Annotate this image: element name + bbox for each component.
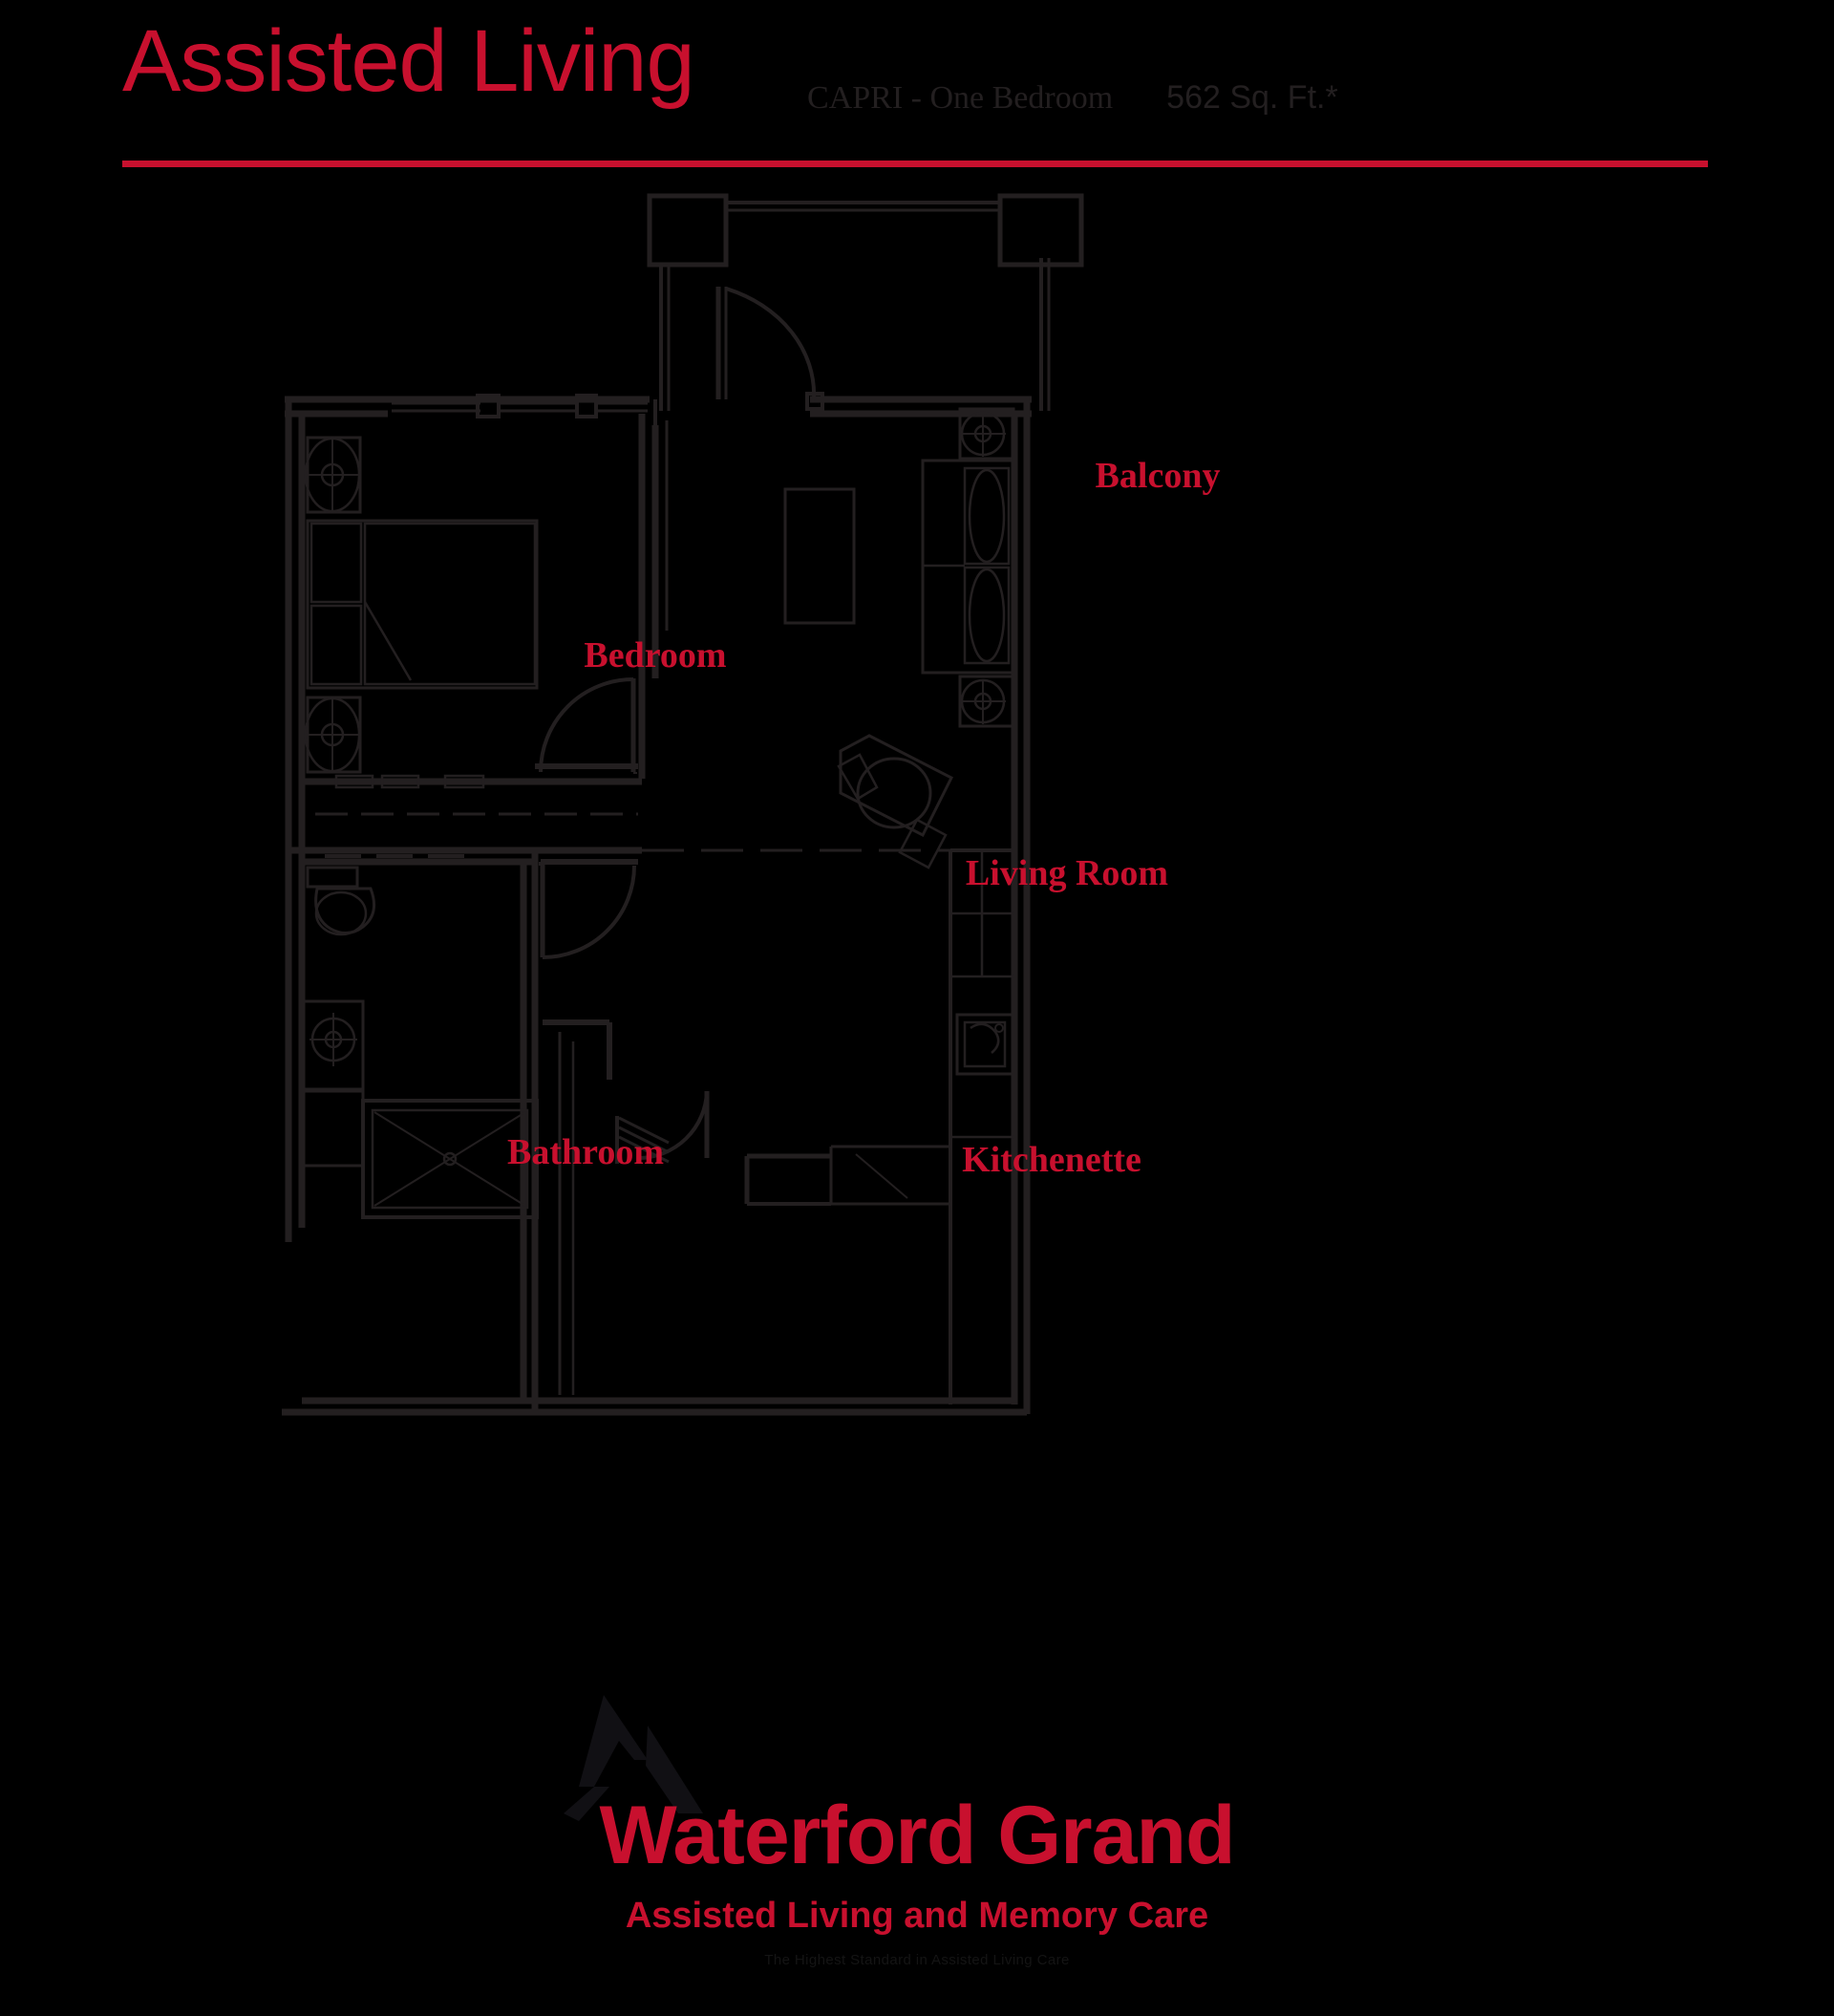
room-label-bedroom: Bedroom [584, 635, 726, 676]
bedroom-window [392, 394, 648, 418]
plan-name: CAPRI - One Bedroom [807, 80, 1114, 116]
kitchenette [543, 848, 1014, 1405]
floor-plan: Balcony Bedroom Living Room Bathroom Kit… [0, 182, 1834, 1672]
brand-fine-print: The Highest Standard in Assisted Living … [764, 1952, 1070, 1968]
bedroom-door [535, 677, 638, 774]
bathroom-door [539, 859, 638, 959]
brand-logo: Waterford Grand Assisted Living and Memo… [0, 1682, 1834, 1967]
brand-tagline: Assisted Living and Memory Care [625, 1896, 1209, 1936]
mountain-icon [564, 1695, 703, 1821]
page-title: Assisted Living [122, 12, 695, 110]
header-divider [122, 161, 1708, 167]
room-label-kitchenette: Kitchenette [962, 1140, 1141, 1180]
living-room-furniture [783, 407, 1015, 869]
balcony-door [653, 287, 824, 631]
room-label-bathroom: Bathroom [507, 1132, 664, 1172]
page-header: Assisted Living CAPRI - One Bedroom 562 S… [0, 0, 1834, 182]
room-label-balcony: Balcony [1096, 456, 1221, 496]
bedroom-living-partition [638, 414, 659, 779]
exterior-walls [282, 396, 1032, 1416]
hall-walls [288, 847, 539, 1412]
brand-name: Waterford Grand [599, 1790, 1235, 1881]
bathroom-fixtures [302, 854, 539, 1219]
page-footer: Waterford Grand Assisted Living and Memo… [0, 1682, 1834, 2016]
room-label-living-room: Living Room [966, 853, 1168, 893]
plan-area: 562 Sq. Ft. [1166, 79, 1326, 116]
balcony-structure [647, 193, 1084, 411]
bedroom-furniture [304, 436, 539, 774]
plan-area-footnote: * [1325, 79, 1338, 116]
plan-subtitle: CAPRI - One Bedroom 562 Sq. Ft.* [807, 81, 1338, 115]
bedroom-closet [302, 774, 642, 854]
